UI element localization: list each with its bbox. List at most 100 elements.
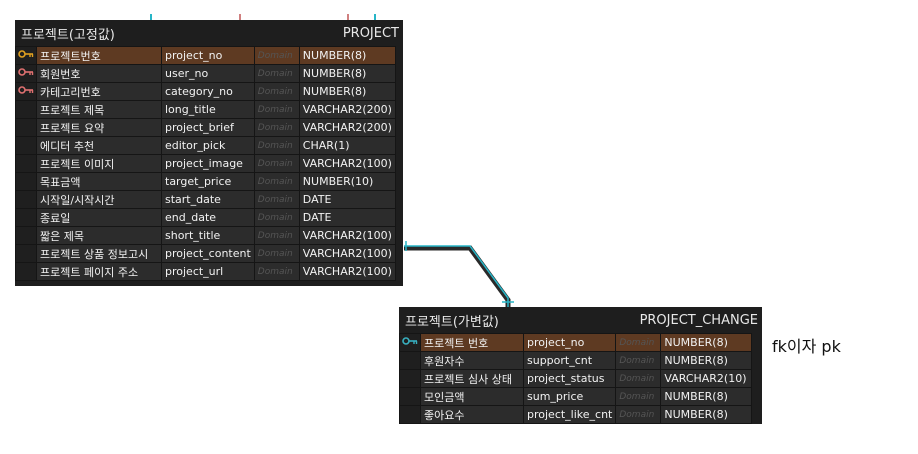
column-datatype: NUMBER(8) xyxy=(660,387,753,406)
column-physical-name: project_brief xyxy=(161,118,255,137)
entity-title-kr: 프로젝트(가변값) xyxy=(405,314,499,330)
column-datatype: VARCHAR2(200) xyxy=(298,118,396,137)
relation-marker xyxy=(347,14,349,22)
entity-title-kr: 프로젝트(고정값) xyxy=(21,27,115,43)
column-physical-name: project_content xyxy=(161,244,255,263)
column-physical-name: short_title xyxy=(161,226,255,245)
column-physical-name: sum_price xyxy=(522,387,617,406)
column-datatype: NUMBER(8) xyxy=(660,351,753,370)
column-physical-name: target_price xyxy=(161,172,255,191)
key-cell-empty xyxy=(15,244,37,263)
column-physical-name: project_status xyxy=(522,369,617,388)
column-datatype: DATE xyxy=(298,190,396,209)
column-logical-name: 짧은 제목 xyxy=(36,226,162,245)
column-datatype: VARCHAR2(100) xyxy=(298,244,396,263)
column-domain: Domain xyxy=(615,333,662,352)
entity-title-en: PROJECT_CHANGE xyxy=(639,312,758,328)
column-physical-name: project_image xyxy=(161,154,255,173)
relation-line-top xyxy=(374,14,376,24)
column-domain: Domain xyxy=(253,226,300,245)
column-datatype: NUMBER(8) xyxy=(660,333,753,352)
column-datatype: NUMBER(8) xyxy=(298,46,396,65)
column-domain: Domain xyxy=(253,244,300,263)
column-domain: Domain xyxy=(253,262,300,281)
column-datatype: NUMBER(8) xyxy=(298,82,396,101)
key-cell-empty xyxy=(15,208,37,227)
column-datatype: VARCHAR2(100) xyxy=(298,226,396,245)
foreign-key-icon xyxy=(15,64,37,83)
column-logical-name: 프로젝트 요약 xyxy=(36,118,162,137)
column-domain: Domain xyxy=(615,351,662,370)
column-datatype: VARCHAR2(100) xyxy=(298,154,396,173)
entity-title-en: PROJECT xyxy=(342,25,399,41)
column-physical-name: support_cnt xyxy=(522,351,617,370)
column-logical-name: 좋아요수 xyxy=(420,405,524,424)
column-logical-name: 카테고리번호 xyxy=(36,82,162,101)
column-logical-name: 프로젝트 이미지 xyxy=(36,154,162,173)
key-cell-empty xyxy=(399,369,421,388)
column-domain: Domain xyxy=(253,172,300,191)
column-domain: Domain xyxy=(253,118,300,137)
key-cell-empty xyxy=(399,387,421,406)
column-logical-name: 프로젝트번호 xyxy=(36,46,162,65)
relation-marker xyxy=(239,14,241,22)
column-logical-name: 회원번호 xyxy=(36,64,162,83)
column-logical-name: 프로젝트 상품 정보고시 xyxy=(36,244,162,263)
column-physical-name: editor_pick xyxy=(161,136,255,155)
column-domain: Domain xyxy=(253,154,300,173)
column-logical-name: 시작일/시작시간 xyxy=(36,190,162,209)
column-physical-name: project_url xyxy=(161,262,255,281)
column-domain: Domain xyxy=(253,190,300,209)
column-datatype: NUMBER(8) xyxy=(298,64,396,83)
key-cell-empty xyxy=(15,136,37,155)
relationship-connector[interactable] xyxy=(400,238,540,313)
column-logical-name: 에디터 추천 xyxy=(36,136,162,155)
column-domain: Domain xyxy=(615,405,662,424)
column-logical-name: 모인금액 xyxy=(420,387,524,406)
column-physical-name: user_no xyxy=(161,64,255,83)
column-physical-name: project_like_cnt xyxy=(522,405,617,424)
entity-header: 프로젝트(가변값) PROJECT_CHANGE xyxy=(399,307,762,333)
column-domain: Domain xyxy=(253,136,300,155)
foreign-key-icon xyxy=(15,82,37,101)
key-cell-empty xyxy=(15,226,37,245)
column-domain: Domain xyxy=(615,369,662,388)
key-cell-empty xyxy=(15,172,37,191)
column-logical-name: 프로젝트 페이지 주소 xyxy=(36,262,162,281)
column-logical-name: 프로젝트 번호 xyxy=(420,333,524,352)
column-logical-name: 목표금액 xyxy=(36,172,162,191)
note-text: fk이자 pk xyxy=(772,337,841,356)
column-physical-name: end_date xyxy=(161,208,255,227)
column-datatype: NUMBER(8) xyxy=(660,405,753,424)
key-cell-empty xyxy=(15,262,37,281)
column-domain: Domain xyxy=(253,208,300,227)
column-datatype: NUMBER(10) xyxy=(298,172,396,191)
column-domain: Domain xyxy=(615,387,662,406)
primary-key-icon xyxy=(15,46,37,65)
column-physical-name: category_no xyxy=(161,82,255,101)
primary-foreign-key-icon xyxy=(399,333,421,352)
column-logical-name: 프로젝트 제목 xyxy=(36,100,162,119)
